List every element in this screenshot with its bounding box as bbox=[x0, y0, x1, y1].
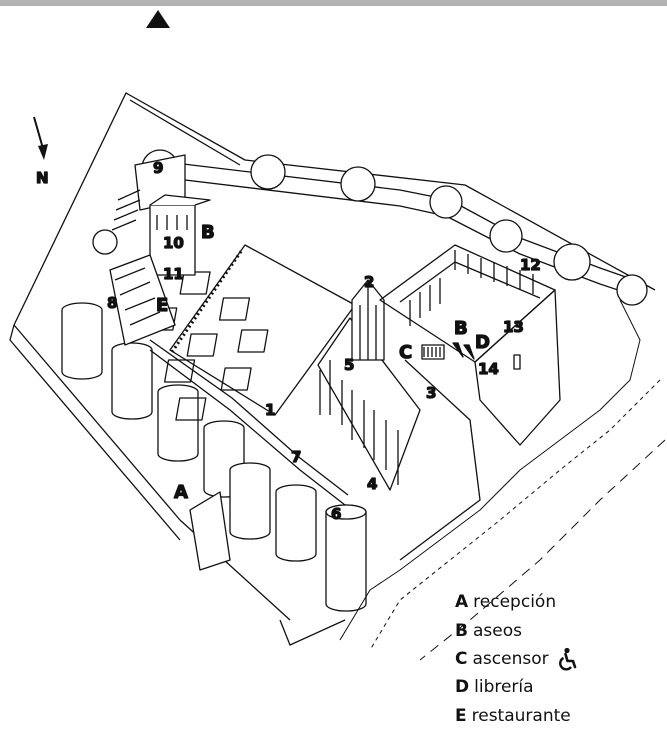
legend-item-toilets: B aseos bbox=[455, 616, 665, 644]
label-7: 7 bbox=[291, 448, 301, 466]
label-D: D bbox=[475, 332, 490, 353]
label-11: 11 bbox=[163, 265, 184, 283]
label-9: 9 bbox=[153, 159, 163, 177]
label-8: 8 bbox=[107, 294, 117, 312]
south-towers bbox=[61, 302, 367, 612]
label-3: 3 bbox=[426, 384, 436, 402]
label-B-top: B bbox=[201, 222, 215, 243]
label-A: A bbox=[174, 482, 188, 503]
top-bar bbox=[0, 0, 667, 6]
legend-label-restaurant: restaurante bbox=[471, 705, 571, 726]
label-14: 14 bbox=[478, 360, 499, 378]
label-5: 5 bbox=[344, 356, 354, 374]
legend-item-reception: A recepción bbox=[455, 588, 665, 616]
legend-label-reception: recepción bbox=[473, 592, 557, 613]
church bbox=[317, 279, 421, 491]
cliff-edges bbox=[339, 299, 666, 661]
north-arrow-icon bbox=[33, 116, 48, 160]
north-curtain-wall bbox=[141, 149, 648, 306]
wheelchair-icon bbox=[558, 647, 576, 671]
north-label: N bbox=[36, 169, 49, 187]
legend-label-toilets: aseos bbox=[472, 620, 522, 641]
label-2: 2 bbox=[364, 273, 374, 291]
label-6: 6 bbox=[331, 505, 341, 523]
west-buildings bbox=[92, 154, 211, 346]
legend-item-elevator: C ascensor bbox=[455, 645, 665, 673]
legend-key-C: C bbox=[455, 648, 468, 669]
legend-key-E: E bbox=[455, 705, 467, 726]
label-13: 13 bbox=[503, 318, 524, 336]
label-B-right: B bbox=[454, 318, 468, 339]
inner-south-wall bbox=[149, 349, 346, 506]
east-courtyard bbox=[379, 244, 561, 561]
legend-item-restaurant: E restaurante bbox=[455, 702, 665, 730]
label-1: 1 bbox=[265, 401, 275, 419]
legend-key-B: B bbox=[455, 620, 468, 641]
legend-label-elevator: ascensor bbox=[472, 648, 549, 669]
label-4: 4 bbox=[367, 475, 377, 493]
label-12: 12 bbox=[520, 256, 541, 274]
label-E: E bbox=[156, 295, 168, 316]
legend: A recepción B aseos C ascensor D librerí… bbox=[455, 588, 665, 730]
label-10: 10 bbox=[163, 234, 184, 252]
legend-key-D: D bbox=[455, 677, 470, 698]
legend-label-bookshop: librería bbox=[474, 677, 534, 698]
legend-key-A: A bbox=[455, 592, 469, 613]
up-arrow-icon bbox=[146, 10, 170, 28]
legend-item-bookshop: D librería bbox=[455, 673, 665, 701]
entrance-passage bbox=[189, 491, 231, 571]
label-C: C bbox=[399, 342, 412, 363]
